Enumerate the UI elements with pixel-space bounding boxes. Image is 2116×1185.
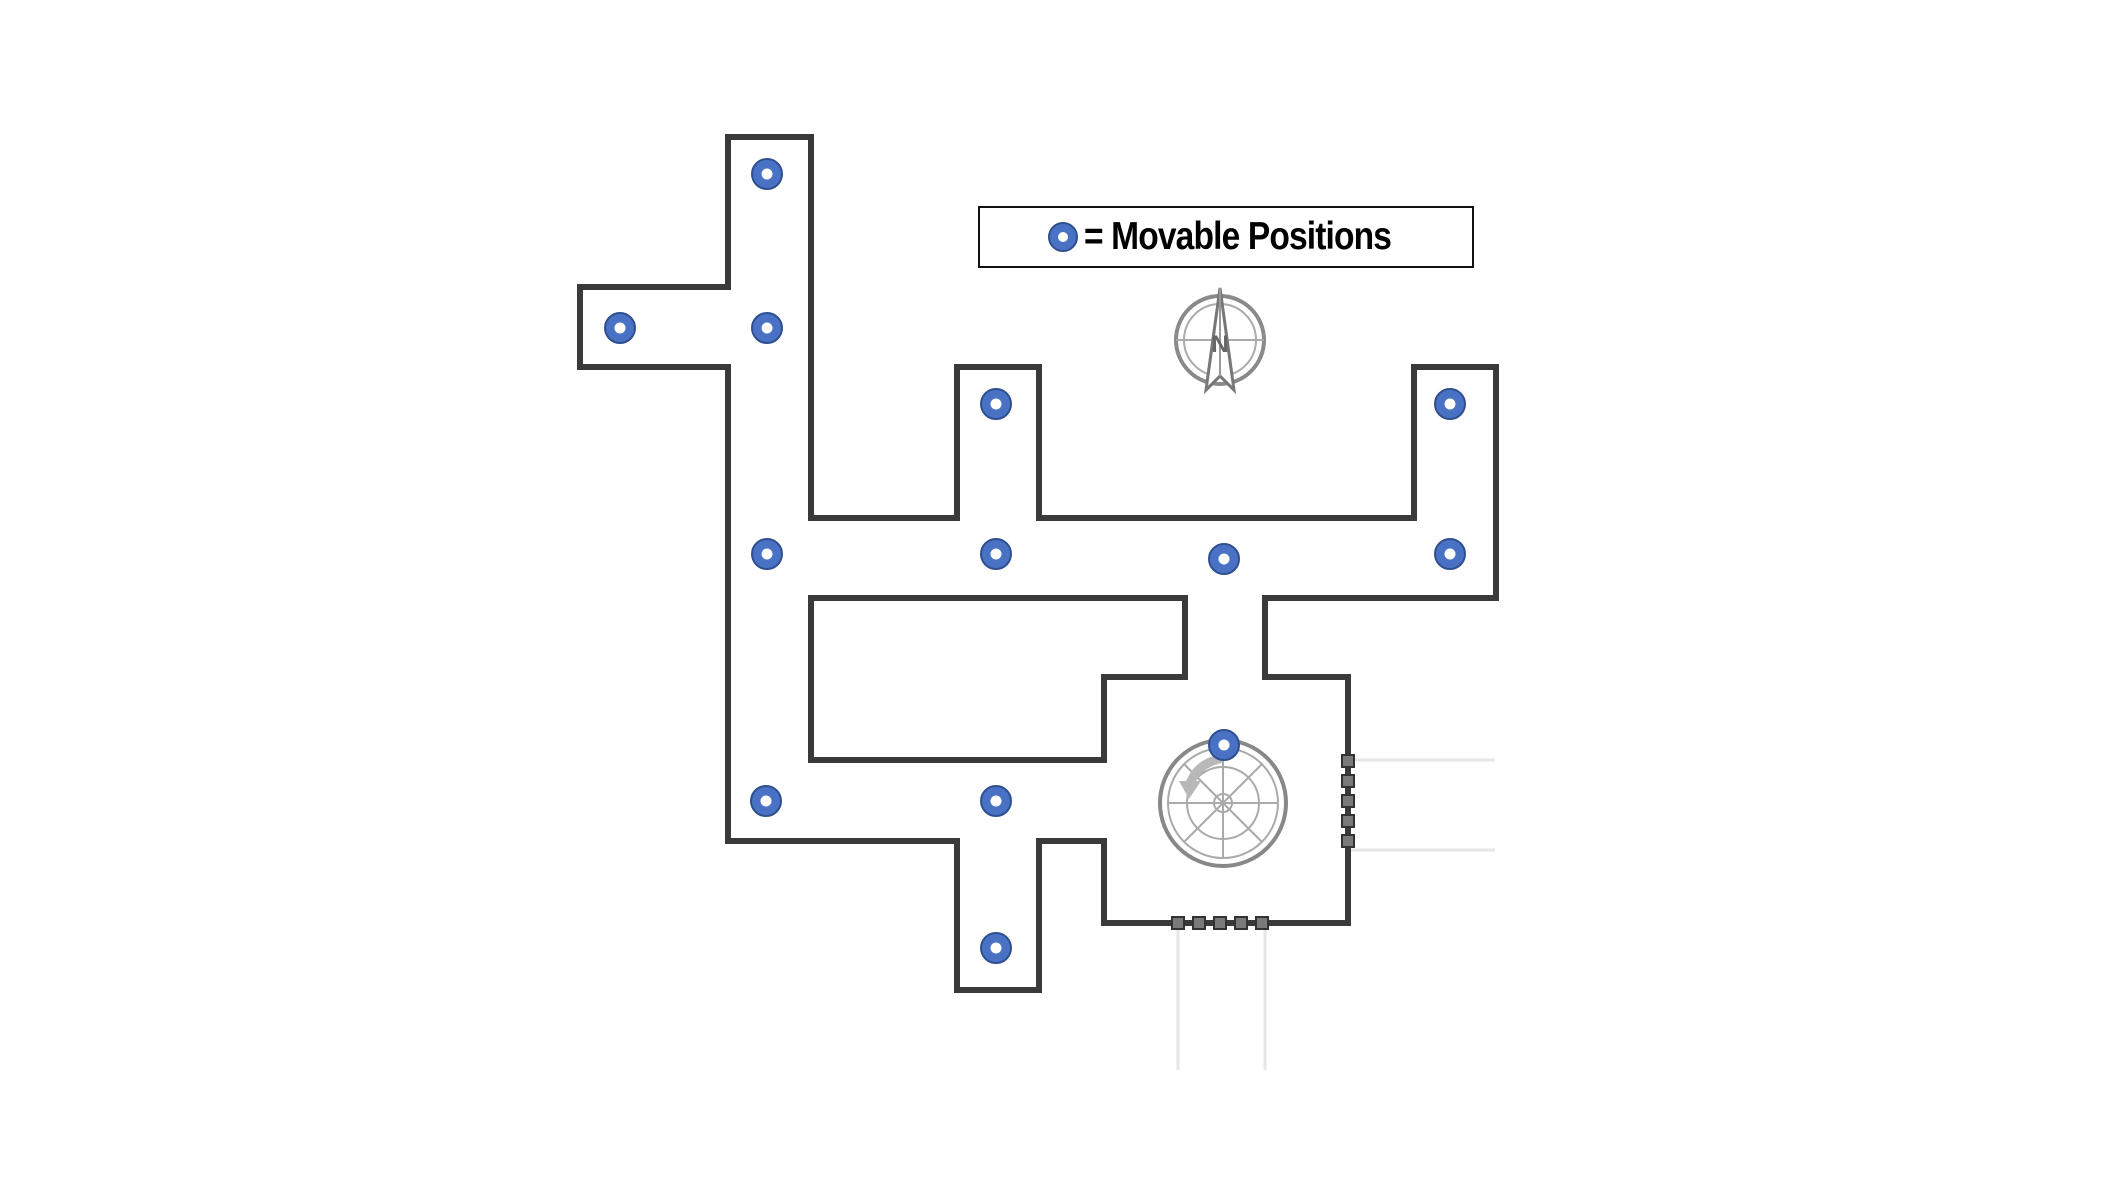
movable-position-marker-icon xyxy=(1048,222,1078,252)
movable-position-marker xyxy=(751,312,783,344)
movable-position-marker xyxy=(980,538,1012,570)
movable-position-marker xyxy=(980,785,1012,817)
movable-position-marker xyxy=(1208,543,1240,575)
movable-position-marker xyxy=(751,538,783,570)
door-hinges-right xyxy=(1341,754,1355,848)
inner-wall xyxy=(808,595,1188,763)
movable-position-marker xyxy=(750,785,782,817)
movable-position-marker xyxy=(1208,729,1240,761)
movable-position-marker xyxy=(1434,538,1466,570)
outer-wall xyxy=(577,134,1499,993)
movable-position-marker xyxy=(751,158,783,190)
rotation-dial-icon xyxy=(1158,738,1288,868)
compass-letter: N xyxy=(1211,331,1228,358)
guide-lines xyxy=(1176,758,1495,1070)
movable-position-marker xyxy=(1434,388,1466,420)
door-hinges-bottom xyxy=(1171,916,1269,930)
north-compass-icon: N xyxy=(1174,287,1266,395)
movable-position-marker xyxy=(980,932,1012,964)
movable-position-marker xyxy=(980,388,1012,420)
legend-label: = Movable Positions xyxy=(1084,215,1392,258)
movable-position-marker xyxy=(604,312,636,344)
movable-position-markers xyxy=(604,158,1466,964)
legend-box: = Movable Positions xyxy=(978,206,1474,268)
